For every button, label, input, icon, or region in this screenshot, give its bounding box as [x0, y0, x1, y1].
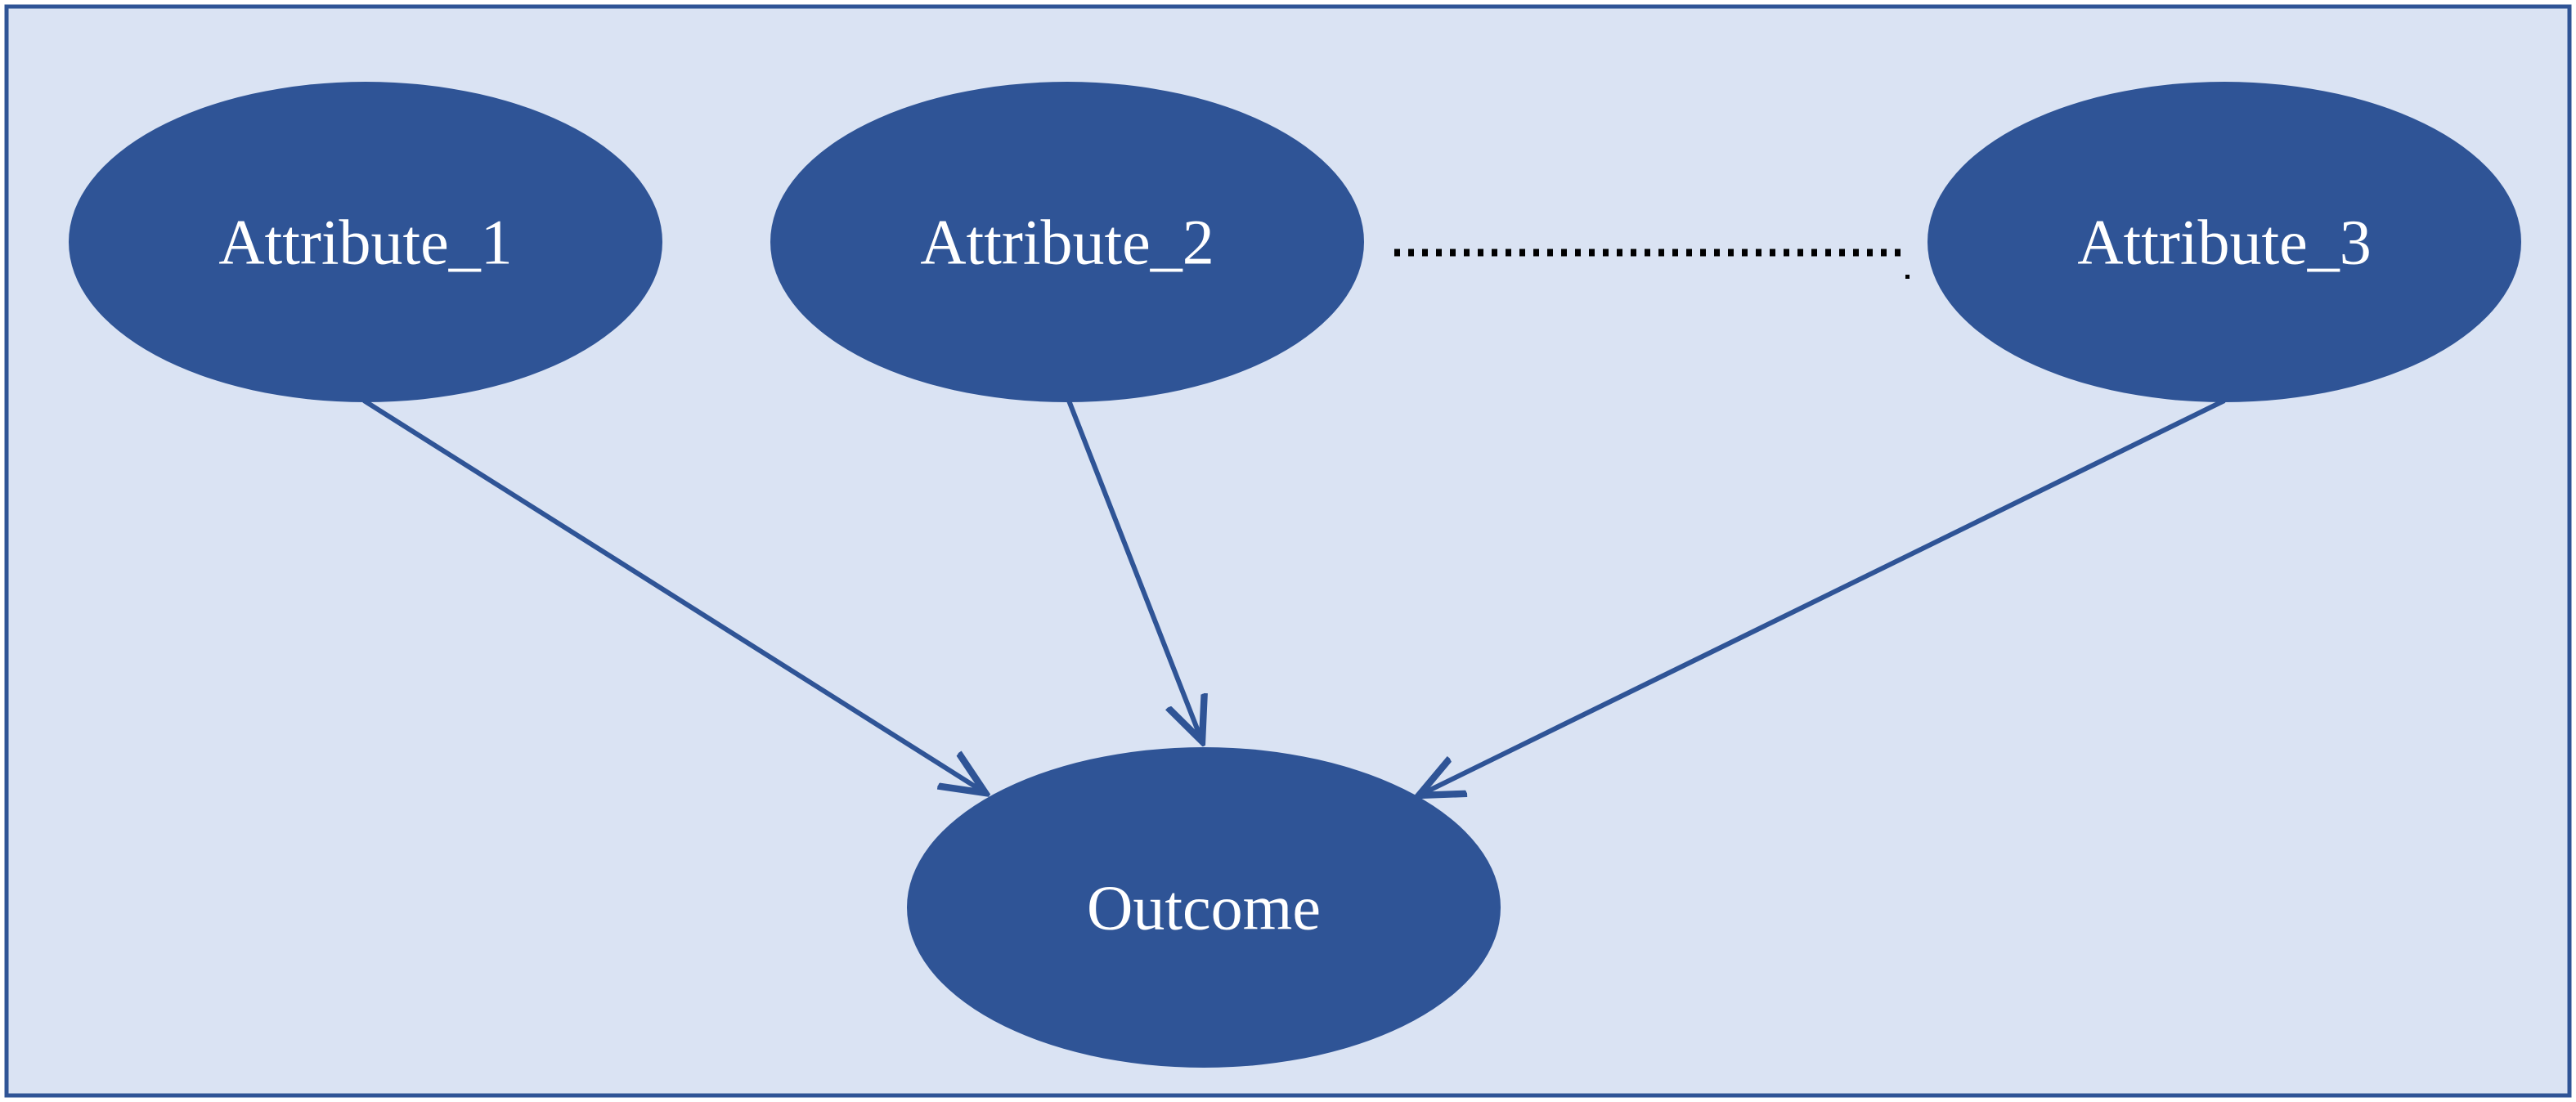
node-outcome-label: Outcome [1087, 872, 1321, 943]
edge-attribute-1-to-outcome [362, 398, 985, 793]
node-outcome: Outcome [907, 747, 1501, 1068]
ellipsis-dot [1905, 275, 1910, 279]
node-attribute-2: Attribute_2 [770, 82, 1364, 402]
node-attribute-3: Attribute_3 [1928, 82, 2521, 402]
edge-attribute-3-to-outcome [1419, 398, 2226, 795]
node-attribute-1-label: Attribute_1 [218, 207, 513, 278]
node-attribute-3-label: Attribute_3 [2077, 207, 2372, 278]
node-attribute-2-label: Attribute_2 [920, 207, 1214, 278]
node-attribute-1: Attribute_1 [69, 82, 662, 402]
edge-attribute-2-to-outcome [1066, 399, 1202, 741]
